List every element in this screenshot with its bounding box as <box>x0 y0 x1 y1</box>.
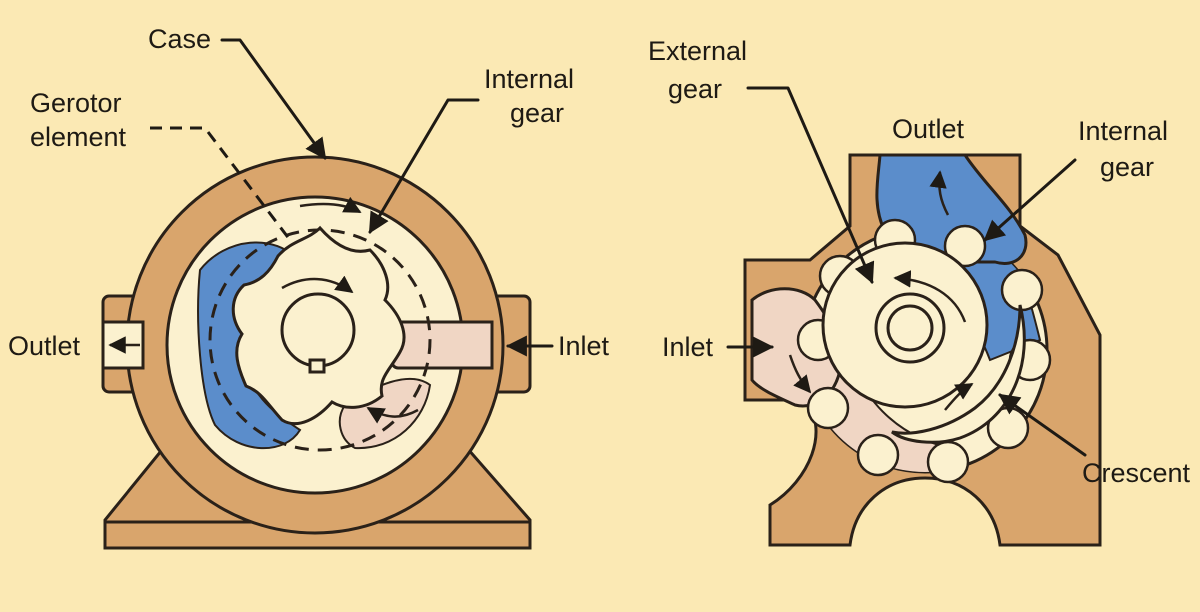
rotation-arrow-outer <box>299 196 362 214</box>
label-gerotor-element-2: element <box>30 122 127 152</box>
label-internal-gear-right-2: gear <box>1100 152 1154 182</box>
inlet-flow-arrow <box>366 406 419 424</box>
label-crescent: Crescent <box>1082 458 1191 488</box>
label-case: Case <box>148 24 211 54</box>
leader-internal-gear-right <box>983 158 1077 242</box>
label-outlet-right: Outlet <box>892 114 965 144</box>
gerotor-pump: Case Gerotor element Internal gear Outle… <box>8 24 610 550</box>
label-inlet-left: Inlet <box>558 331 610 361</box>
leader-crescent <box>998 393 1087 457</box>
external-gear <box>821 241 989 409</box>
leader-gerotor-element <box>150 126 292 241</box>
gerotor-shaft <box>280 292 356 368</box>
shaft-key <box>308 358 326 374</box>
crescent-pump: External gear Outlet Internal gear Inlet… <box>648 36 1191 547</box>
label-external-gear-2: gear <box>668 74 722 104</box>
label-external-gear-1: External <box>648 36 747 66</box>
label-internal-gear-1: Internal <box>484 64 574 94</box>
crescent <box>891 304 1026 444</box>
crescent-rotation-arrow <box>893 270 967 323</box>
crescent-outlet-flow-arrow <box>929 170 950 216</box>
rotation-arrow-inner <box>281 275 354 294</box>
label-gerotor-element-1: Gerotor <box>30 88 122 118</box>
label-outlet-left: Outlet <box>8 331 81 361</box>
leader-internal-gear <box>368 98 480 234</box>
leader-external-gear <box>746 86 875 284</box>
label-internal-gear-2: gear <box>510 98 564 128</box>
label-internal-gear-right-1: Internal <box>1078 116 1168 146</box>
label-inlet-right: Inlet <box>662 332 714 362</box>
crescent-gear-flow-arrow <box>944 382 974 411</box>
crescent-inlet-flow-arrow <box>788 354 812 394</box>
external-gear-hub-inner <box>886 304 934 352</box>
leader-case <box>220 38 327 160</box>
external-gear-hub-outer <box>874 292 946 364</box>
